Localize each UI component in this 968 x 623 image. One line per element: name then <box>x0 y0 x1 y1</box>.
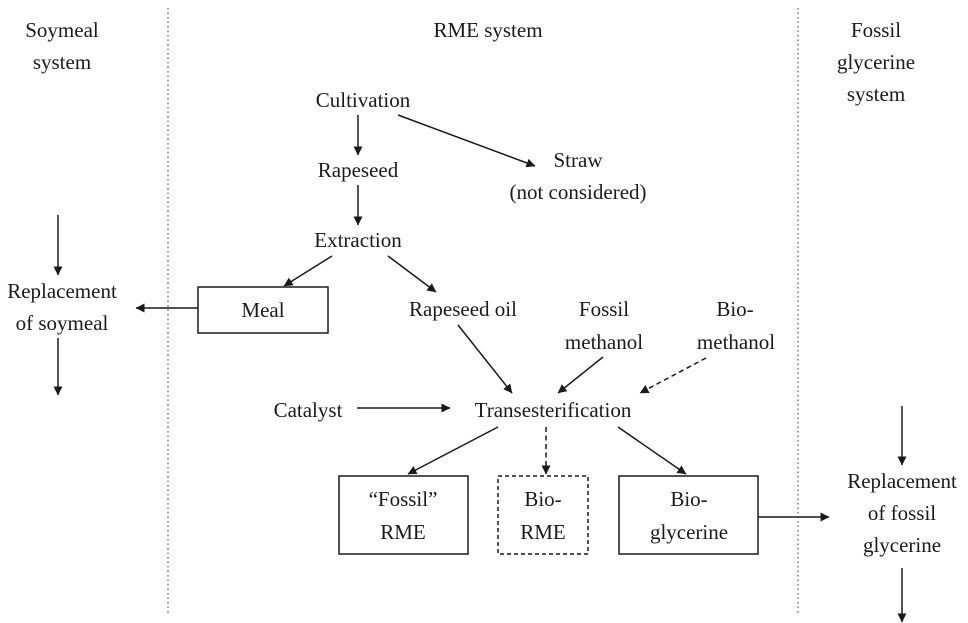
node-transesterification: Transesterification <box>475 398 632 422</box>
node-replacement-glycerine-line1: Replacement <box>847 469 957 493</box>
node-extraction: Extraction <box>314 228 402 252</box>
node-bio-rme-line1: Bio- <box>524 487 561 511</box>
node-bio-glycerine-line2: glycerine <box>650 520 728 544</box>
node-straw-line2: (not considered) <box>509 180 646 204</box>
node-fossil-rme-line1: “Fossil” <box>369 487 438 511</box>
arrow-extraction-rapeseed-oil <box>387 255 437 293</box>
arrow-extraction-meal <box>283 255 333 287</box>
node-bio-methanol-line1: Bio- <box>716 297 753 321</box>
box-bio-rme <box>497 475 589 555</box>
node-replacement-soymeal-line1: Replacement <box>7 279 117 303</box>
node-replacement-soymeal-line2: of soymeal <box>16 311 109 335</box>
arrow-bio-methanol-transesterification <box>639 357 707 394</box>
arrow-fossil-methanol-transesterification <box>557 356 604 394</box>
node-meal: Meal <box>241 298 284 322</box>
node-straw-line1: Straw <box>554 148 604 172</box>
box-bio-glycerine <box>618 475 759 555</box>
node-replacement-glycerine-line2: of fossil <box>868 501 936 525</box>
section-fossil-glycerine-line1: Fossil <box>851 18 901 42</box>
node-bio-methanol-line2: methanol <box>697 330 775 354</box>
box-meal <box>197 286 329 334</box>
node-fossil-methanol-line2: methanol <box>565 330 643 354</box>
node-rapeseed: Rapeseed <box>318 158 399 182</box>
arrow-rapeseed-oil-transesterification <box>457 324 513 394</box>
section-rme: RME system <box>433 18 542 42</box>
section-fossil-glycerine-line3: system <box>847 82 905 106</box>
node-cultivation: Cultivation <box>316 88 411 112</box>
box-fossil-rme <box>338 475 469 555</box>
section-soymeal-line1: Soymeal <box>25 18 99 42</box>
node-replacement-glycerine-line3: glycerine <box>863 533 941 557</box>
node-fossil-methanol-line1: Fossil <box>579 297 629 321</box>
section-fossil-glycerine-line2: glycerine <box>837 50 915 74</box>
section-soymeal-line2: system <box>33 50 91 74</box>
node-catalyst: Catalyst <box>274 398 343 422</box>
node-fossil-rme-line2: RME <box>380 520 426 544</box>
arrow-transesterification-fossil-rme <box>407 426 499 475</box>
arrow-cultivation-straw <box>397 114 536 168</box>
arrow-transesterification-bio-glycerine <box>617 426 687 475</box>
node-rapeseed-oil: Rapeseed oil <box>409 297 517 321</box>
node-bio-rme-line2: RME <box>520 520 566 544</box>
node-bio-glycerine-line1: Bio- <box>670 487 707 511</box>
